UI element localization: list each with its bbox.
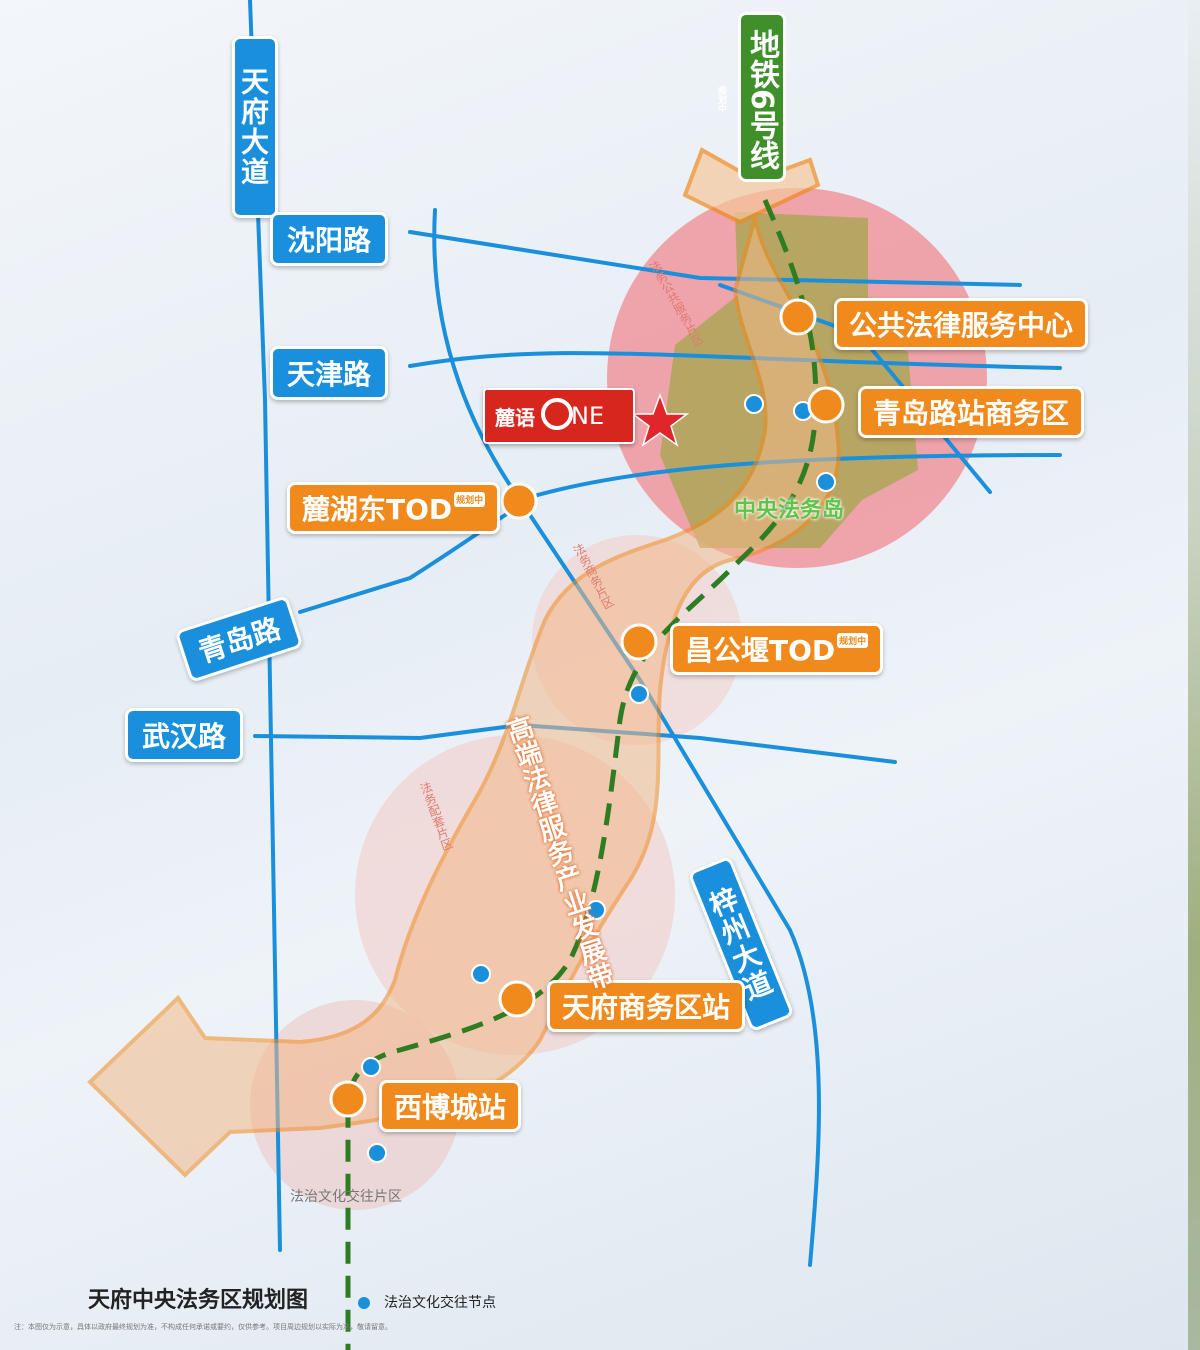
- project-star-icon: [630, 392, 690, 447]
- map-legend: 法治文化交往节点: [358, 1292, 496, 1312]
- station-name: 天府商务区站: [562, 991, 731, 1024]
- culture-node: [471, 964, 491, 984]
- project-brand-badge: 麓语 NE: [483, 388, 635, 444]
- station-dot-tianfu-cbd: [498, 980, 536, 1018]
- shenyang-road: [408, 230, 1022, 287]
- culture-zone-label: 法治文化交往片区: [290, 1189, 402, 1205]
- photo-edge-strip: [1188, 0, 1200, 1350]
- zizhou-avenue-road: [432, 208, 821, 1267]
- station-label-public-legal: 公共法律服务中心: [834, 298, 1089, 350]
- station-dot-public-legal: [779, 298, 817, 336]
- station-name: 昌公堰TOD: [685, 634, 836, 667]
- shenyang-road-label: 沈阳路: [270, 212, 389, 266]
- station-tag: 规划中: [454, 492, 486, 507]
- station-name: 麓湖东TOD: [302, 493, 453, 526]
- tianjin-road: [408, 351, 1062, 370]
- tianjin-road-label: 天津路: [270, 346, 389, 400]
- project-logo-ring-icon: [541, 398, 573, 430]
- central-island-label: 中央法务岛: [734, 498, 845, 523]
- culture-node: [744, 394, 764, 414]
- legend-node-label: 法治文化交往节点: [384, 1295, 496, 1311]
- culture-node: [367, 1143, 387, 1163]
- lakeside-east-road: [518, 453, 1062, 502]
- culture-node: [629, 684, 649, 704]
- station-name: 西博城站: [394, 1091, 507, 1124]
- culture-node-dots: [361, 394, 836, 1163]
- project-name-en: NE: [571, 402, 605, 430]
- map-footnote: 注：本图仅为示意，具体以政府最终规划为准，不构成任何承诺或要约，仅供参考。项目周…: [14, 1323, 392, 1331]
- project-name-cn: 麓语: [495, 406, 535, 430]
- station-dot-changgongyan: [620, 623, 658, 661]
- culture-node: [816, 472, 836, 492]
- map-title: 天府中央法务区规划图: [88, 1287, 309, 1313]
- culture-node: [586, 900, 606, 920]
- metro-line-6-status: 规划中: [716, 85, 726, 113]
- metro-line-6-name: 地铁6号线: [744, 28, 779, 170]
- wuhan-road-label: 武汉路: [125, 708, 244, 762]
- station-dots: [329, 298, 845, 1118]
- tianfu-avenue-label: 天府大道: [232, 36, 278, 218]
- station-dot-qingdao-rd: [807, 386, 845, 424]
- station-label-tianfu-cbd: 天府商务区站: [547, 980, 746, 1032]
- legal-services-belt: [87, 217, 841, 1178]
- station-dot-luhu-east: [500, 482, 538, 520]
- metro-line-6-label: 地铁6号线 规划中: [716, 12, 786, 182]
- station-label-xibo-city: 西博城站: [379, 1080, 522, 1132]
- station-name: 青岛路站商务区: [873, 397, 1070, 430]
- legend-node-dot-icon: [358, 1297, 370, 1309]
- culture-node: [361, 1057, 381, 1077]
- station-label-qingdao-rd: 青岛路站商务区: [858, 386, 1085, 438]
- station-tag: 规划中: [837, 633, 869, 648]
- station-dot-xibo-city: [329, 1080, 367, 1118]
- station-name: 公共法律服务中心: [849, 309, 1074, 342]
